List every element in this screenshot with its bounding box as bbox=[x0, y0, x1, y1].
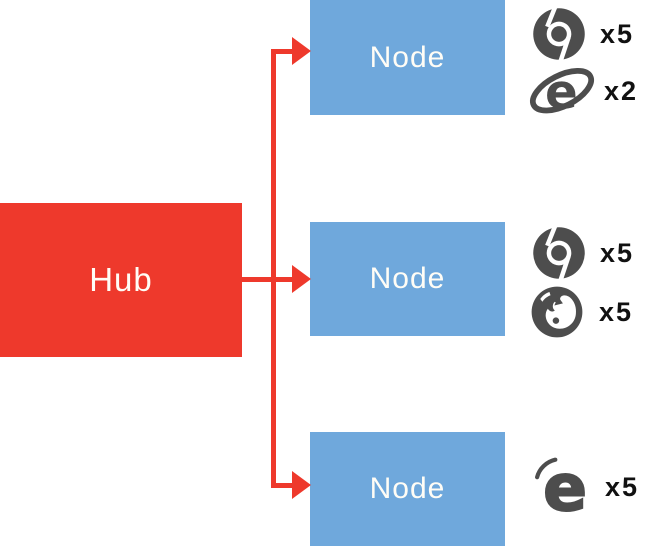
browser-count-label: x5 bbox=[599, 296, 634, 327]
ie-icon: e bbox=[530, 64, 594, 118]
connector-spine bbox=[271, 49, 276, 487]
arrowhead-top-icon bbox=[292, 37, 311, 65]
browser-row: x5 bbox=[529, 285, 633, 339]
svg-text:e: e bbox=[543, 452, 587, 522]
chrome-icon bbox=[533, 6, 585, 62]
edge-icon: e bbox=[535, 452, 588, 522]
browser-row: e x2 bbox=[527, 64, 638, 118]
svg-text:e: e bbox=[545, 64, 578, 118]
node-label: Node bbox=[369, 262, 446, 295]
browser-count-label: x5 bbox=[605, 471, 640, 502]
hub-box: Hub bbox=[0, 203, 242, 357]
connector-branch-top bbox=[271, 49, 293, 54]
arrowhead-bottom-icon bbox=[292, 471, 311, 499]
node-box-1: Node bbox=[310, 0, 505, 115]
browser-row: x5 bbox=[531, 225, 634, 281]
node-box-2: Node bbox=[310, 222, 505, 336]
firefox-icon bbox=[531, 286, 583, 338]
node-label: Node bbox=[369, 40, 446, 74]
connector-branch-bottom bbox=[271, 483, 293, 488]
browser-count-label: x5 bbox=[600, 18, 635, 49]
browser-count-label: x2 bbox=[604, 75, 639, 106]
node-box-3: Node bbox=[310, 432, 505, 546]
browser-count-label: x5 bbox=[600, 237, 635, 268]
browser-row: e x5 bbox=[528, 452, 639, 522]
connector-branch-middle bbox=[242, 277, 293, 282]
arrowhead-middle-icon bbox=[292, 265, 311, 293]
node-label: Node bbox=[369, 472, 446, 505]
chrome-icon bbox=[533, 225, 585, 281]
browser-row: x5 bbox=[531, 6, 634, 62]
hub-label: Hub bbox=[89, 261, 153, 298]
